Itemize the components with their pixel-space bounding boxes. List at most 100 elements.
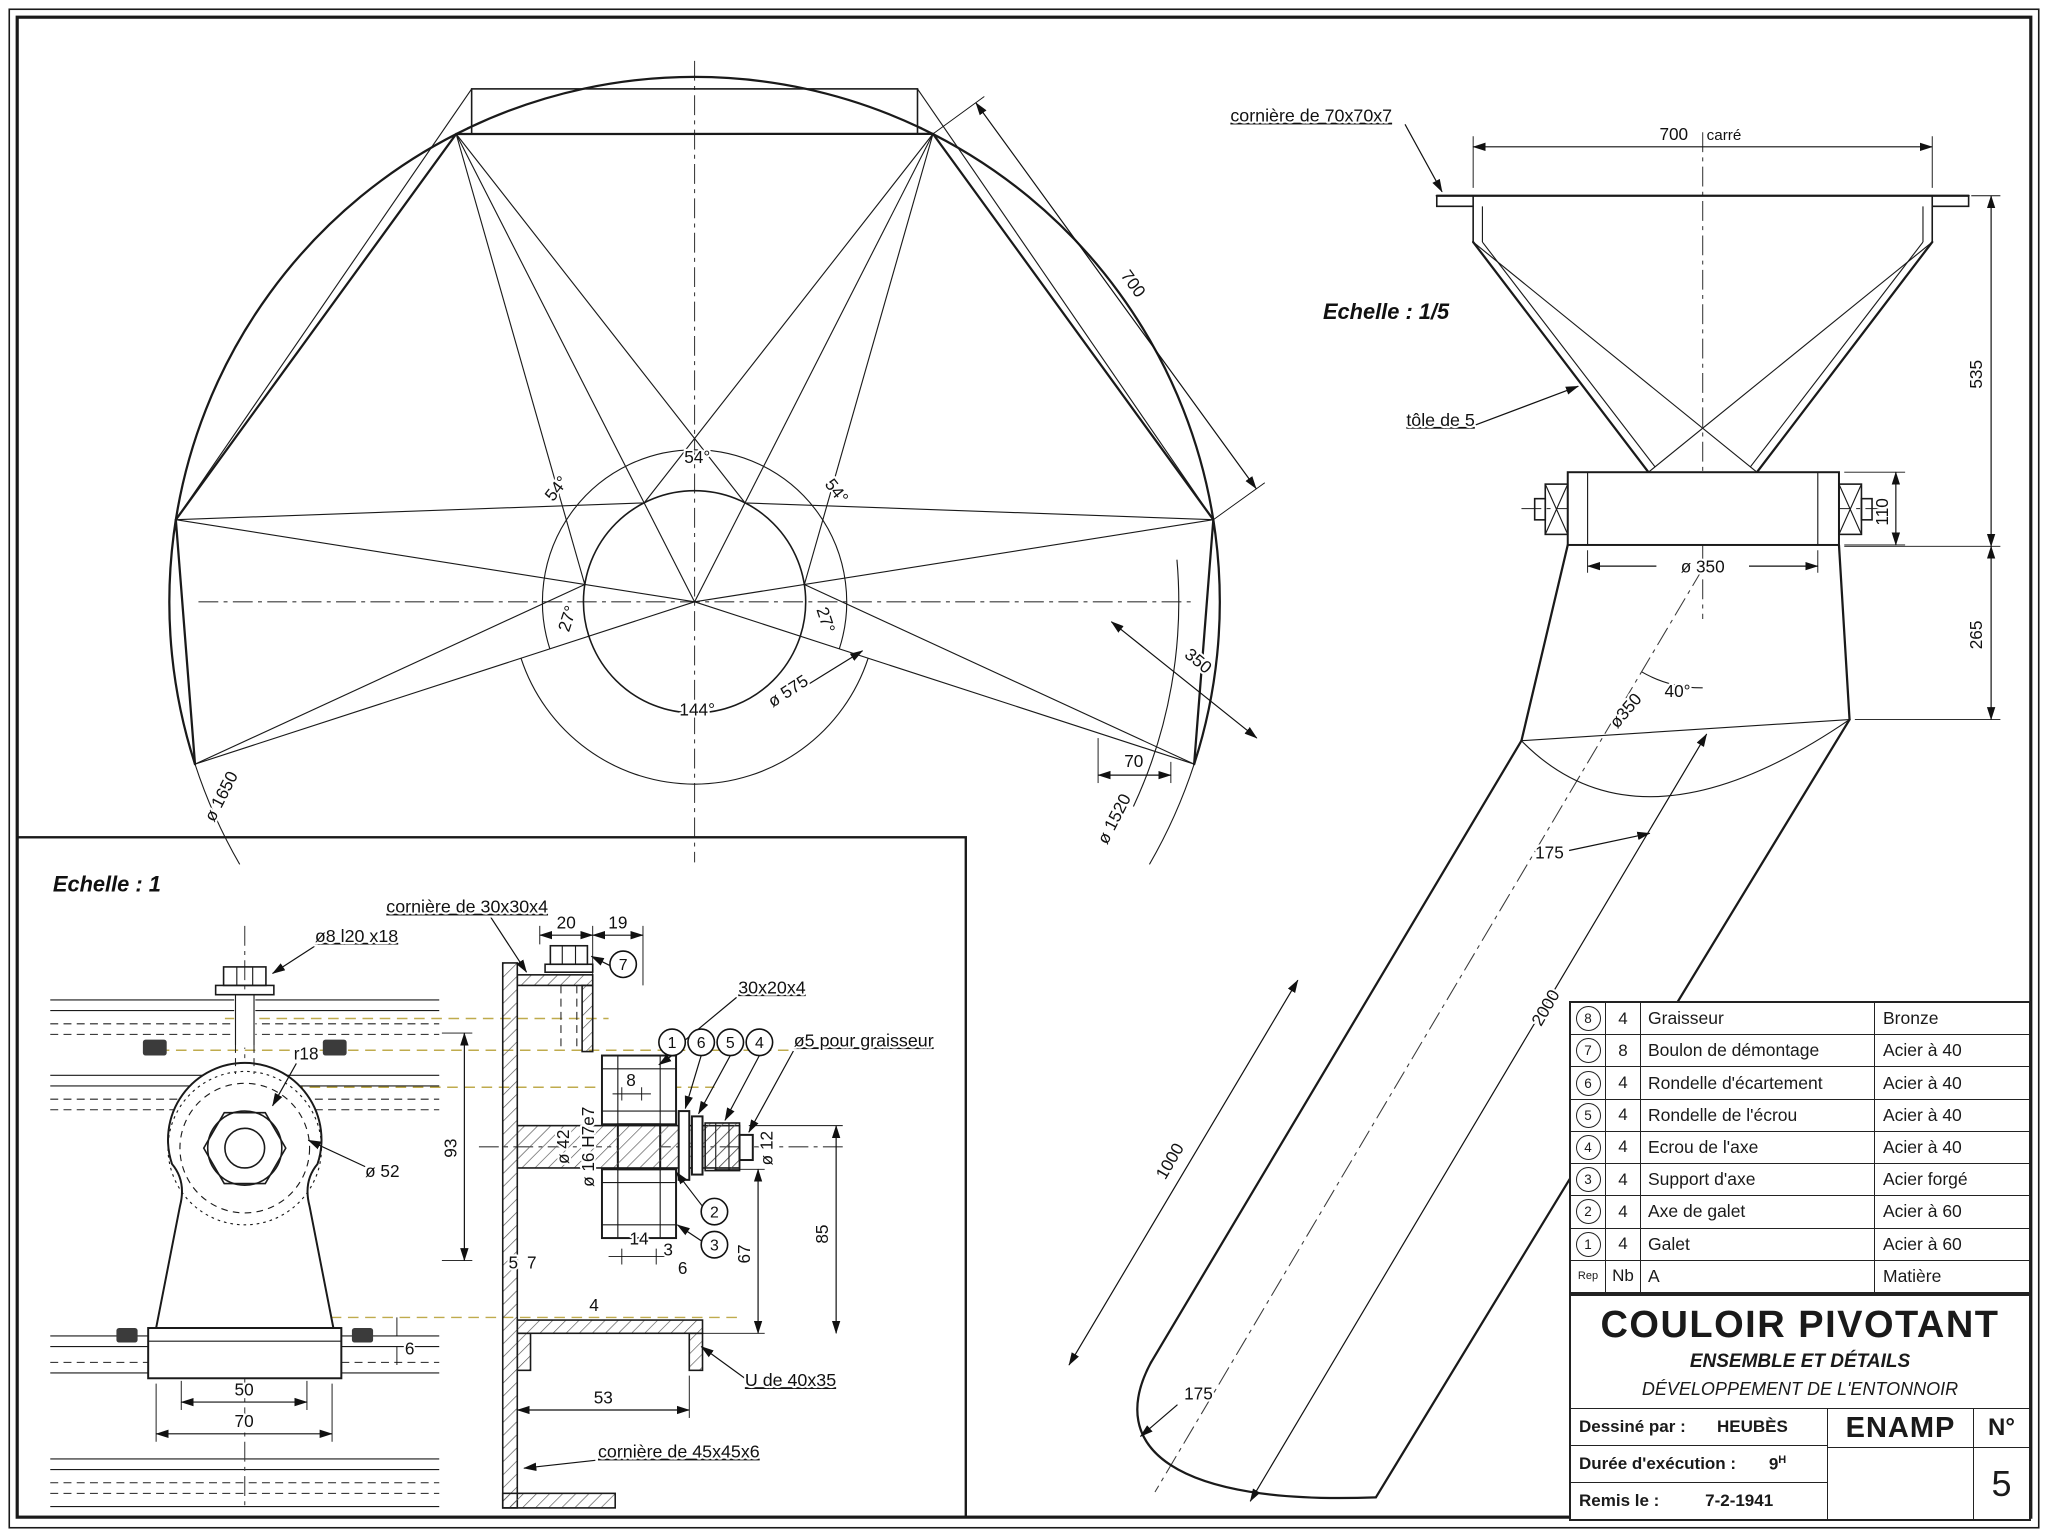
dia-350-chute-label: ø350 <box>1605 689 1646 732</box>
fan-dim-350-label: 350 <box>1181 644 1216 678</box>
hub-circles <box>167 1070 323 1226</box>
number-row: 5 <box>1828 1448 2029 1519</box>
fan-dia-1520-label: ø 1520 <box>1093 790 1135 847</box>
duration-row: Durée d'exécution : 9H <box>1571 1446 1827 1483</box>
sheet-border <box>8 8 2040 1529</box>
table-row: 6 4 Rondelle d'écartement Acier à 40 <box>1571 1067 2029 1100</box>
rep-badge: 8 <box>1575 1006 1601 1032</box>
balloon-2: 2 <box>700 1197 729 1226</box>
title-block-right: ENAMP N° 5 <box>1827 1409 2029 1519</box>
cell-designation: Galet <box>1648 1233 1690 1254</box>
corniere-30-horizontal-leg <box>516 974 594 987</box>
axle-nut <box>704 1122 741 1172</box>
table-row: 3 4 Support d'axe Acier forgé <box>1571 1164 2029 1197</box>
funnel-development-view: 54° 54° 54° 27° 27° 144° ø 575 ø 1650 ø … <box>168 60 1266 865</box>
drawn-by-label: Dessiné par : <box>1579 1417 1686 1436</box>
cell-rep: 1 <box>1571 1228 1606 1260</box>
detail-view-frame <box>16 836 967 1519</box>
ring-drum <box>1533 471 1873 546</box>
dim-6-label: 6 <box>678 1258 688 1278</box>
dim-85-label: 85 <box>812 1225 832 1244</box>
dia-52-label: ø 52 <box>365 1161 399 1181</box>
cell-nb: 4 <box>1606 1067 1641 1099</box>
fan-arcs <box>168 75 1221 865</box>
title-block-left: Dessiné par : HEUBÈS Durée d'exécution :… <box>1571 1409 1827 1519</box>
title-block: COULOIR PIVOTANT ENSEMBLE ET DÉTAILS DÉV… <box>1569 1294 2031 1521</box>
dim-700-carre-label: 700 <box>1659 124 1688 144</box>
fan-labels: 54° 54° 54° 27° 27° 144° ø 575 ø 1650 ø … <box>198 264 1218 849</box>
bolt-spec-label: ø8 l20 x18 <box>315 926 398 946</box>
balloon-1: 1 <box>658 1028 687 1057</box>
corniere-45-label: cornière de 45x45x6 <box>598 1442 760 1462</box>
cell-nb: 4 <box>1606 1164 1641 1196</box>
dia-12-label: ø 12 <box>757 1131 777 1165</box>
dim-700-suffix-label: carré <box>1707 127 1742 144</box>
dim-14-label: 14 <box>629 1229 649 1249</box>
rep-badge: 7 <box>1575 1038 1601 1064</box>
balloon-1-number: 1 <box>668 1035 677 1052</box>
fan-angle-left-low-label: 27° <box>554 603 581 634</box>
org-row: ENAMP N° <box>1828 1409 2029 1448</box>
fan-angle-left-label: 54° <box>540 472 572 505</box>
dia-16-label: ø 16 H7e7 <box>578 1107 598 1187</box>
table-row: 5 4 Rondelle de l'écrou Acier à 40 <box>1571 1099 2029 1132</box>
support-base <box>147 1327 343 1380</box>
cell-matiere: Bronze <box>1874 1003 2029 1035</box>
rep-badge: 5 <box>1575 1102 1601 1128</box>
u-channel-web <box>516 1319 704 1335</box>
balloon-4-number: 4 <box>755 1035 764 1052</box>
dim-19-label: 19 <box>608 913 627 933</box>
date-label: Remis le : <box>1579 1491 1660 1510</box>
support-body <box>154 1061 335 1330</box>
dim-5-label: 5 <box>509 1252 519 1272</box>
balloon-5: 5 <box>716 1028 745 1057</box>
title-block-grid: Dessiné par : HEUBÈS Durée d'exécution :… <box>1571 1408 2029 1519</box>
cell-matiere: Acier à 60 <box>1874 1196 2029 1228</box>
dim-535-label: 535 <box>1966 360 1986 389</box>
dim-8-label: 8 <box>626 1070 636 1090</box>
table-row: 4 4 Ecrou de l'axe Acier à 40 <box>1571 1131 2029 1165</box>
drawn-by-row: Dessiné par : HEUBÈS <box>1571 1409 1827 1446</box>
duration-unit: H <box>1778 1453 1787 1466</box>
cell-rep: 5 <box>1571 1099 1606 1131</box>
cell-designation: Rondelle d'écartement <box>1648 1072 1823 1093</box>
detail-section-view: 7 1 6 5 4 2 3 Echelle : 1 cornière de 30… <box>16 836 967 1519</box>
cell-designation: Support d'axe <box>1648 1169 1756 1190</box>
cell-matiere: Acier forgé <box>1874 1164 2029 1196</box>
cell-matiere: Acier à 40 <box>1874 1131 2029 1164</box>
spacer-washer <box>677 1110 691 1181</box>
support-section-view: 7 1 6 5 4 2 3 <box>155 914 847 1509</box>
dim-175-bottom-label: 175 <box>1184 1383 1213 1403</box>
detail-balloons: 7 1 6 5 4 2 3 <box>609 950 774 1259</box>
cell-rep: 8 <box>1571 1003 1606 1035</box>
radius-18-label: r18 <box>294 1044 319 1064</box>
empty-cell <box>1828 1448 1973 1519</box>
fan-angle-top-label: 54° <box>684 447 710 467</box>
side-scale-label: Echelle : 1/5 <box>1323 299 1450 324</box>
vertical-plate-section <box>501 962 519 1509</box>
drawn-by-value: HEUBÈS <box>1716 1417 1788 1436</box>
balloon-6: 6 <box>687 1028 716 1057</box>
date-value: 7-2-1941 <box>1705 1491 1774 1510</box>
cell-rep: 2 <box>1571 1196 1606 1228</box>
fan-angle-right-low-label: 27° <box>812 604 839 635</box>
rep-badge: 4 <box>1575 1134 1601 1160</box>
side-elevation-view: Echelle : 1/5 cornière de 70x70x7 tôle d… <box>1068 104 2001 1502</box>
header-nb: Nb <box>1606 1260 1641 1292</box>
flat-30x20-label: 30x20x4 <box>738 977 806 997</box>
angle-40-label: 40° <box>1665 681 1691 701</box>
balloon-2-number: 2 <box>710 1205 719 1222</box>
table-row: 2 4 Axe de galet Acier à 60 <box>1571 1196 2029 1229</box>
balloon-3: 3 <box>700 1230 729 1259</box>
table-row: 8 4 Graisseur Bronze <box>1571 1003 2029 1036</box>
rep-badge: 3 <box>1575 1167 1601 1193</box>
duration-number: 9 <box>1768 1454 1779 1474</box>
fan-dia-575-label: ø 575 <box>764 670 812 711</box>
detail-labels: Echelle : 1 cornière de 30x30x4 ø8 l20 x… <box>53 872 936 1464</box>
table-row: 1 4 Galet Acier à 60 <box>1571 1228 2029 1261</box>
cell-rep: 4 <box>1571 1131 1606 1164</box>
corniere-30-label: cornière de 30x30x4 <box>386 897 548 917</box>
detail-leaders <box>271 914 795 1472</box>
detail-scale-label: Echelle : 1 <box>53 872 161 897</box>
cell-nb: 8 <box>1606 1035 1641 1067</box>
